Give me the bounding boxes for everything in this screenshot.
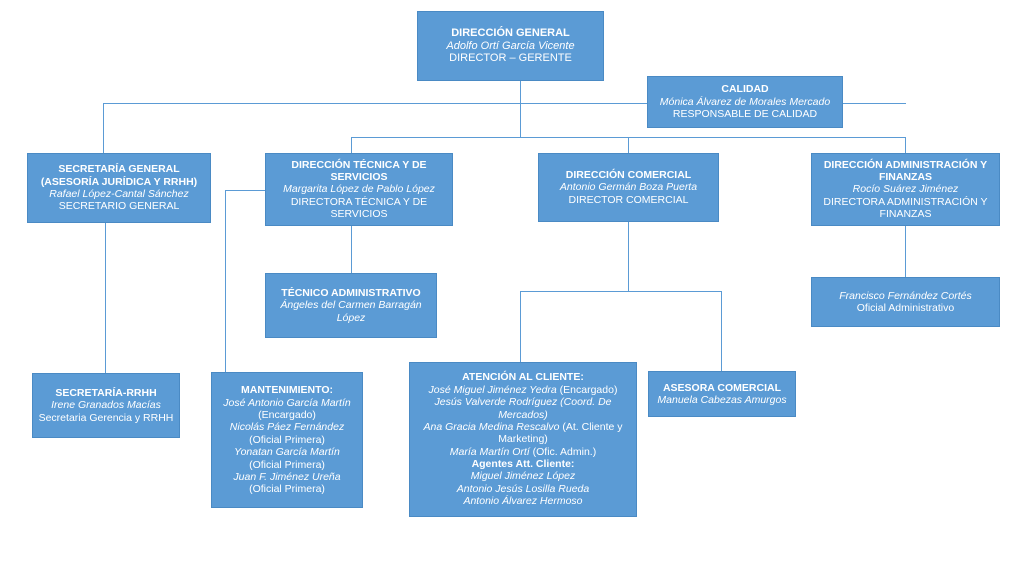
node-title: ATENCIÓN AL CLIENTE:: [462, 371, 584, 384]
node-title: SECRETARÍA GENERAL: [58, 163, 180, 176]
node-person-role: (Oficial Primera): [249, 433, 325, 446]
node-direccion-tecnica[interactable]: DIRECCIÓN TÉCNICA Y DE SERVICIOS Margari…: [265, 153, 453, 226]
node-person-role: Oficial Administrativo: [856, 302, 955, 314]
node-person-note: (Encargado): [556, 383, 618, 396]
node-oficial-administrativo[interactable]: Francisco Fernández Cortés Oficial Admin…: [811, 277, 1000, 327]
node-person-name: Francisco Fernández Cortés: [839, 289, 972, 302]
connector-dt-left-tick: [225, 190, 265, 191]
node-person-name: María Martín Ortí: [449, 445, 530, 458]
node-person-name: Mónica Álvarez de Morales Mercado: [659, 95, 831, 108]
node-person-name: Jesús Valverde Rodríguez (Coord. De Merc…: [434, 396, 612, 421]
node-direccion-general[interactable]: DIRECCIÓN GENERAL Adolfo Ortí García Vic…: [417, 11, 604, 81]
connector-dt-to-tecnico: [351, 226, 352, 273]
node-direccion-administracion[interactable]: DIRECCIÓN ADMINISTRACIÓN Y FINANZAS Rocí…: [811, 153, 1000, 226]
connector-secgen-to-rrhh: [105, 223, 106, 373]
node-title: TÉCNICO ADMINISTRATIVO: [281, 286, 421, 299]
node-person-name: Nicolás Páez Fernández: [229, 421, 345, 434]
node-atencion-cliente[interactable]: ATENCIÓN AL CLIENTE: José Miguel Jiménez…: [409, 362, 637, 517]
node-title-line2: SERVICIOS: [330, 170, 388, 183]
mantenimiento-people-list: José Antonio García Martín(Encargado)Nic…: [216, 397, 358, 496]
node-title: DIRECCIÓN ADMINISTRACIÓN Y: [823, 158, 988, 171]
atencion-subheading: Agentes Att. Cliente:: [471, 458, 575, 471]
node-person-name: Ana Gracia Medina Rescalvo: [423, 420, 560, 433]
node-calidad[interactable]: CALIDAD Mónica Álvarez de Morales Mercad…: [647, 76, 843, 128]
node-secretaria-general[interactable]: SECRETARÍA GENERAL (ASESORÍA JURÍDICA Y …: [27, 153, 211, 223]
node-person-entry: María Martín Ortí (Ofic. Admin.): [414, 446, 632, 458]
node-person-note: (At. Cliente y Marketing): [498, 420, 623, 446]
node-person-entry: Ana Gracia Medina Rescalvo (At. Cliente …: [414, 421, 632, 446]
node-person-name: Yonatan García Martín: [234, 446, 340, 459]
node-person-role: DIRECTOR – GERENTE: [449, 52, 572, 65]
node-person-name: Adolfo Ortí García Vicente: [446, 39, 575, 52]
node-person-note: (Ofic. Admin.): [529, 445, 597, 458]
node-person-role: RESPONSABLE DE CALIDAD: [672, 108, 818, 121]
node-person-name: Margarita López de Pablo López: [283, 183, 435, 196]
node-person-role: DIRECTORA ADMINISTRACIÓN Y: [823, 195, 988, 208]
connector-calidad-link: [620, 103, 650, 104]
node-tecnico-administrativo[interactable]: TÉCNICO ADMINISTRATIVO Ángeles del Carme…: [265, 273, 437, 338]
node-mantenimiento[interactable]: MANTENIMIENTO: José Antonio García Martí…: [211, 372, 363, 508]
connector-dc-to-asesora: [721, 291, 722, 371]
node-title-line2: (ASESORÍA JURÍDICA Y RRHH): [40, 175, 198, 188]
node-person-name: Ángeles del Carmen Barragán: [280, 299, 422, 312]
node-person-name: Rocío Suárez Jiménez: [852, 183, 959, 196]
node-person-name: Irene Granados Macías: [51, 399, 161, 412]
node-person-role: DIRECTOR COMERCIAL: [568, 193, 689, 206]
node-title: DIRECCIÓN GENERAL: [451, 26, 570, 39]
connector-drop-direccion-tecnica: [351, 137, 352, 153]
node-person-role: (Encargado): [258, 409, 316, 422]
connector-da-to-oficial: [905, 226, 906, 277]
connector-dc-stem: [628, 222, 629, 291]
node-title: CALIDAD: [721, 83, 769, 96]
node-direccion-comercial[interactable]: DIRECCIÓN COMERCIAL Antonio Germán Boza …: [538, 153, 719, 222]
node-person-entry: José Miguel Jiménez Yedra (Encargado): [414, 384, 632, 396]
node-person-role-line2: SERVICIOS: [330, 208, 388, 221]
node-person-name: José Miguel Jiménez Yedra: [428, 383, 557, 396]
node-person-name: Rafael López-Cantal Sánchez: [49, 188, 189, 200]
connector-drop-direccion-comercial: [628, 137, 629, 153]
node-title: MANTENIMIENTO:: [241, 384, 333, 397]
node-person-name: Antonio Germán Boza Puerta: [559, 181, 698, 194]
node-title: SECRETARÍA-RRHH: [55, 386, 157, 399]
node-person-name-line2: López: [336, 311, 366, 324]
node-person-role: DIRECTORA TÉCNICA Y DE: [290, 195, 428, 208]
node-person-role-line2: FINANZAS: [879, 208, 932, 221]
node-person-name: Manuela Cabezas Amurgos: [657, 394, 787, 406]
node-asesora-comercial[interactable]: ASESORA COMERCIAL Manuela Cabezas Amurgo…: [648, 371, 796, 417]
node-person-entry: Jesús Valverde Rodríguez (Coord. De Merc…: [414, 396, 632, 421]
node-agent-name: Antonio Álvarez Hermoso: [463, 495, 583, 508]
node-person-role: (Oficial Primera): [249, 458, 325, 471]
connector-dc-to-atencion: [520, 291, 521, 362]
node-person-name: José Antonio García Martín: [223, 396, 351, 409]
atencion-people-list: José Miguel Jiménez Yedra (Encargado)Jes…: [414, 384, 632, 458]
connector-dt-to-mantenimiento: [225, 190, 226, 372]
node-person-role: (Oficial Primera): [249, 483, 325, 496]
node-title: DIRECCIÓN TÉCNICA Y DE: [291, 158, 427, 171]
node-person-role: SECRETARIO GENERAL: [58, 200, 180, 213]
node-secretaria-rrhh[interactable]: SECRETARÍA-RRHH Irene Granados Macías Se…: [32, 373, 180, 438]
node-person-name: Juan F. Jiménez Ureña: [233, 470, 341, 483]
connector-dc-bus: [520, 291, 722, 292]
node-person-role: Secretaria Gerencia y RRHH: [38, 411, 174, 424]
node-agent-name: Miguel Jiménez López: [470, 470, 576, 483]
connector-top-bus: [103, 103, 906, 104]
connector-drop-secretaria-general: [103, 103, 104, 153]
node-agent-name: Antonio Jesús Losilla Rueda: [456, 482, 590, 495]
node-title: DIRECCIÓN COMERCIAL: [565, 168, 692, 181]
connector-dg-stem: [520, 81, 521, 137]
node-title: ASESORA COMERCIAL: [662, 381, 782, 394]
node-title-line2: FINANZAS: [878, 170, 933, 183]
connector-drop-direccion-administracion: [905, 137, 906, 153]
